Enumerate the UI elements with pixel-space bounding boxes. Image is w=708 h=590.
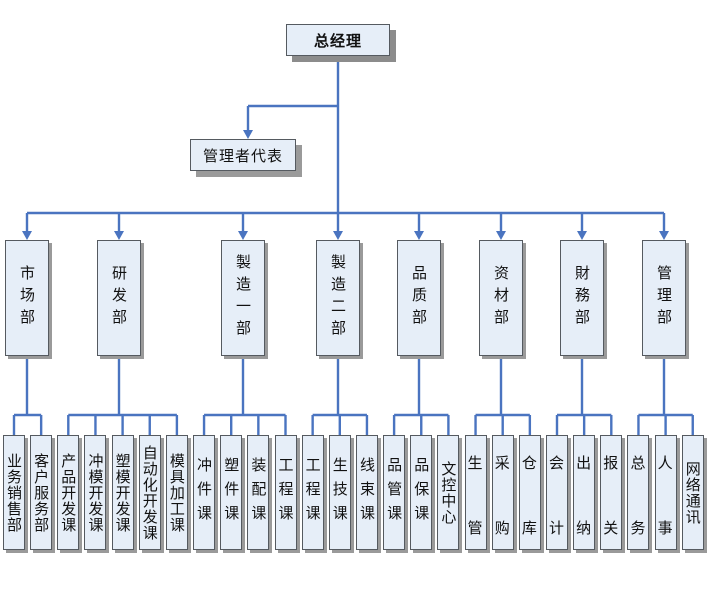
unit-box[interactable]: 品保课 [410, 435, 433, 550]
unit-label: 工程课 [276, 456, 295, 529]
unit-label: 客户服务部 [32, 452, 51, 533]
unit-label: 网络通讯 [683, 460, 702, 525]
department-label: 管理部 [655, 265, 673, 331]
unit-box[interactable]: 会计 [546, 435, 568, 550]
department-label: 市场部 [18, 265, 36, 331]
unit-label-char: 报 [603, 454, 620, 472]
unit-box[interactable]: 网络通讯 [681, 435, 704, 550]
department-box[interactable]: 管理部 [642, 240, 686, 356]
unit-label: 文控中心 [439, 460, 458, 525]
unit-label-char: 管 [467, 519, 484, 537]
department-label: 研发部 [110, 265, 128, 331]
department-box[interactable]: 市场部 [5, 240, 49, 356]
department-label: 资材部 [492, 265, 510, 331]
unit-label: 仓库 [522, 452, 538, 539]
unit-label: 塑模开发课 [113, 452, 132, 533]
unit-label: 产品开发课 [59, 452, 78, 533]
unit-box[interactable]: 线束课 [355, 435, 378, 550]
unit-label: 生技课 [330, 456, 349, 529]
unit-label-char: 库 [521, 519, 538, 537]
department-box[interactable]: 財務部 [560, 240, 604, 356]
unit-box[interactable]: 总务 [627, 435, 650, 550]
unit-label-char: 仓 [521, 454, 538, 472]
department-arrow-icon [414, 231, 424, 240]
unit-label: 线束课 [357, 456, 376, 529]
unit-label-char: 出 [576, 454, 593, 472]
unit-label: 会计 [549, 452, 565, 539]
unit-box[interactable]: 自动化开发课 [138, 435, 161, 550]
department-box[interactable]: 製造二部 [316, 240, 360, 356]
unit-label-char: 计 [549, 519, 566, 537]
unit-box[interactable]: 品管课 [383, 435, 406, 550]
unit-label: 冲模开发课 [86, 452, 105, 533]
unit-box[interactable]: 冲模开发课 [84, 435, 107, 550]
unit-label: 生管 [468, 452, 484, 539]
unit-label: 自动化开发课 [140, 444, 159, 541]
unit-label-char: 生 [467, 454, 484, 472]
unit-box[interactable]: 客户服务部 [30, 435, 53, 550]
rep-arrow-icon [243, 130, 253, 139]
unit-label: 塑件课 [222, 456, 241, 529]
department-arrow-icon [577, 231, 587, 240]
unit-box[interactable]: 采购 [491, 435, 514, 550]
unit-label-char: 采 [494, 454, 511, 472]
unit-label-char: 购 [494, 519, 511, 537]
department-box[interactable]: 製造一部 [221, 240, 265, 356]
department-arrow-icon [659, 231, 669, 240]
department-box[interactable]: 资材部 [479, 240, 523, 356]
unit-label: 人事 [658, 452, 674, 539]
department-arrow-icon [238, 231, 248, 240]
department-box[interactable]: 品质部 [397, 240, 441, 356]
department-arrow-icon [496, 231, 506, 240]
department-label: 財務部 [573, 265, 591, 331]
unit-label-char: 总 [630, 454, 647, 472]
unit-label: 品管课 [385, 456, 404, 529]
unit-box[interactable]: 产品开发课 [57, 435, 80, 550]
unit-box[interactable]: 文控中心 [437, 435, 460, 550]
unit-box[interactable]: 生技课 [328, 435, 351, 550]
department-box[interactable]: 研发部 [97, 240, 141, 356]
unit-label: 业务销售部 [5, 452, 23, 533]
unit-box[interactable]: 仓库 [518, 435, 541, 550]
unit-label: 出纳 [576, 452, 592, 539]
unit-label: 工程课 [303, 456, 322, 529]
unit-box[interactable]: 塑模开发课 [111, 435, 134, 550]
management-representative-box[interactable]: 管理者代表 [190, 139, 296, 171]
unit-label: 总务 [630, 452, 646, 539]
unit-label-char: 人 [657, 454, 674, 472]
general-manager-box[interactable]: 总经理 [286, 24, 390, 56]
management-representative-label: 管理者代表 [202, 146, 283, 165]
unit-label: 装配课 [249, 456, 268, 529]
unit-label-char: 务 [630, 519, 647, 537]
unit-label-char: 会 [549, 454, 566, 472]
department-arrow-icon [22, 231, 32, 240]
unit-label: 报关 [603, 452, 619, 539]
unit-box[interactable]: 塑件课 [220, 435, 243, 550]
unit-box[interactable]: 出纳 [573, 435, 596, 550]
unit-box[interactable]: 冲件课 [193, 435, 216, 550]
department-arrow-icon [333, 231, 343, 240]
unit-box[interactable]: 装配课 [247, 435, 270, 550]
department-label: 製造二部 [329, 254, 347, 342]
unit-label: 冲件课 [195, 456, 214, 529]
unit-box[interactable]: 工程课 [274, 435, 297, 550]
department-arrow-icon [114, 231, 124, 240]
unit-label: 模具加工课 [167, 452, 186, 533]
department-label: 製造一部 [234, 254, 252, 342]
general-manager-label: 总经理 [313, 31, 362, 50]
unit-label: 采购 [495, 452, 511, 539]
unit-box[interactable]: 业务销售部 [3, 435, 25, 550]
unit-label-char: 事 [657, 519, 674, 537]
unit-box[interactable]: 工程课 [301, 435, 324, 550]
department-label: 品质部 [410, 265, 428, 331]
unit-box[interactable]: 人事 [654, 435, 677, 550]
unit-box[interactable]: 生管 [464, 435, 487, 550]
unit-label-char: 纳 [576, 519, 593, 537]
unit-label: 品保课 [412, 456, 431, 529]
unit-box[interactable]: 模具加工课 [165, 435, 188, 550]
unit-label-char: 关 [603, 519, 620, 537]
unit-box[interactable]: 报关 [600, 435, 623, 550]
